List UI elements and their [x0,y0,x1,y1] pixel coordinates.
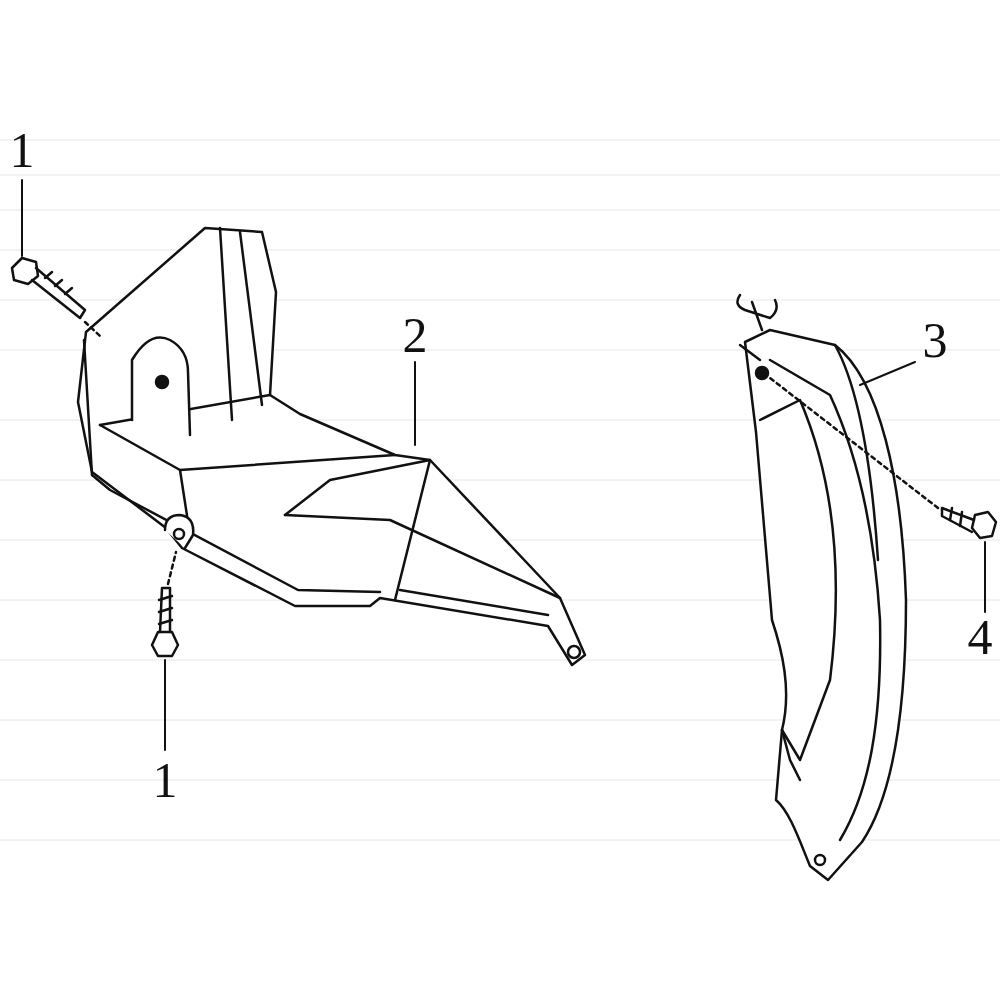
assembly-line [770,378,938,508]
callout-number: 2 [403,310,428,360]
curved-guard [745,330,906,880]
callout-number: 4 [968,612,993,662]
callout-number: 1 [153,755,178,805]
callout-number: 1 [10,125,35,175]
screw [942,508,996,538]
screw [152,588,178,656]
wire-clip [737,295,776,330]
screw [12,258,85,318]
leader-lines [22,180,985,750]
assembly-line [740,345,760,360]
assembly-line [168,552,176,584]
callout-number: 3 [923,315,948,365]
assembly-line [85,322,100,336]
bracket-cover [78,228,585,665]
